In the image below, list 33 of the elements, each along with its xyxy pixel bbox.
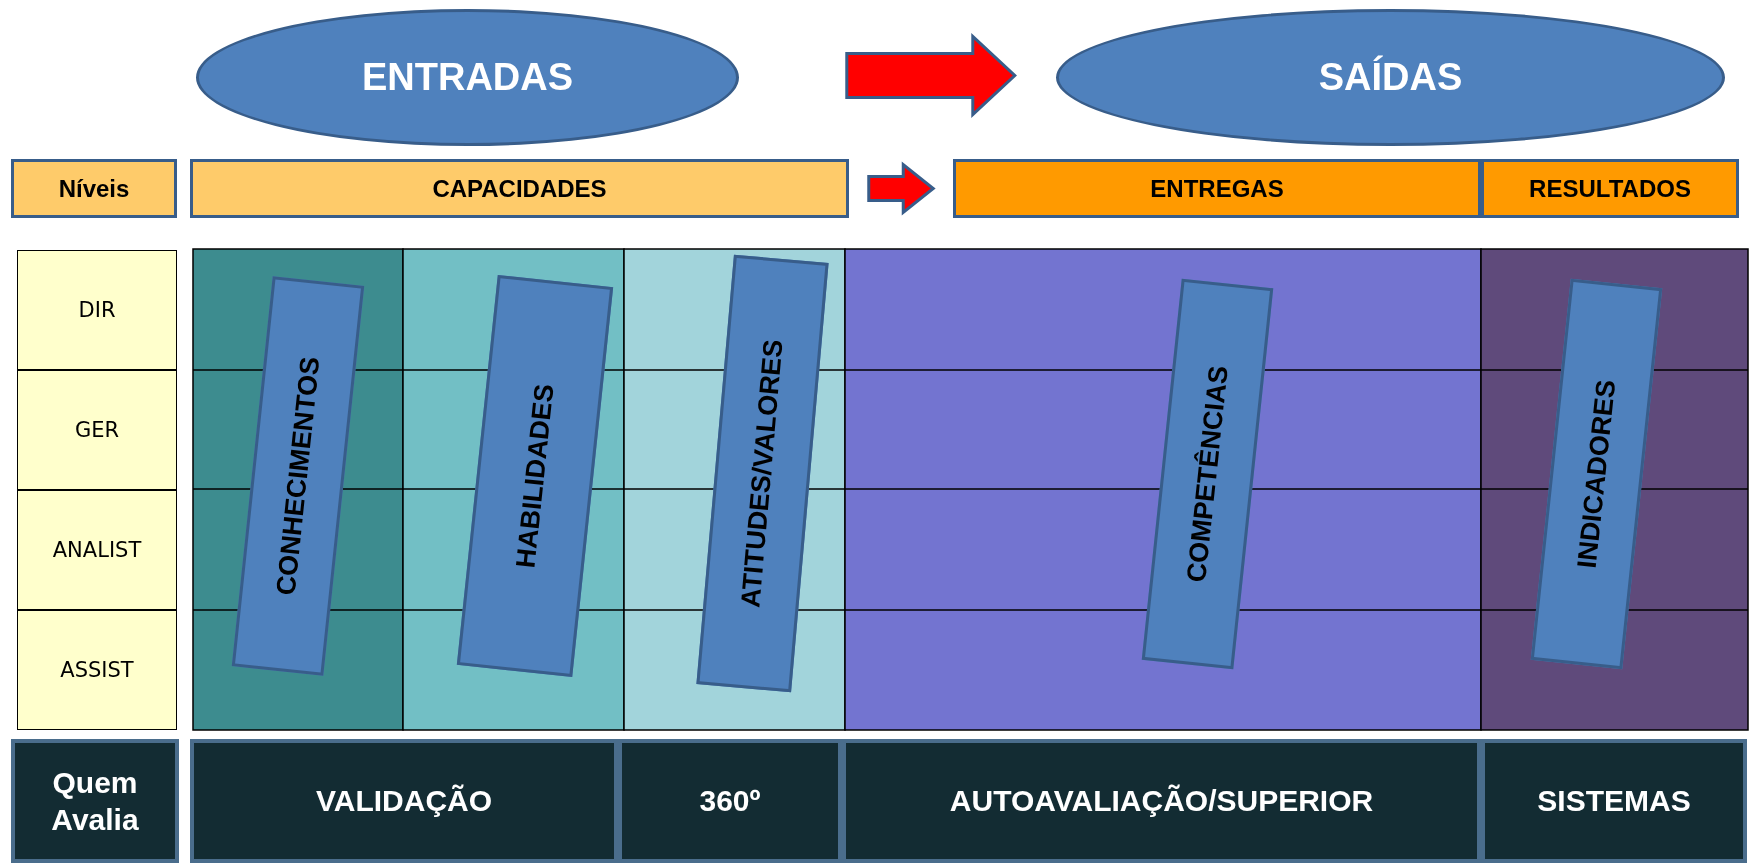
header-box — [190, 159, 849, 218]
box-label: Quem Avalia — [50, 764, 140, 838]
level-cell — [17, 610, 177, 730]
box-label: ATITUDES/VALORES — [734, 337, 790, 609]
box-label: VALIDAÇÃO — [314, 783, 494, 820]
block-arrow — [867, 161, 936, 216]
evaluator-box — [1481, 739, 1747, 863]
box-label: COMPETÊNCIAS — [1180, 364, 1234, 584]
box-label: SISTEMAS — [1536, 783, 1692, 820]
header-box — [11, 159, 177, 218]
box-label: ENTREGAS — [1150, 174, 1284, 203]
header-box — [1481, 159, 1739, 218]
box-label: Níveis — [58, 174, 130, 203]
level-cell — [17, 370, 177, 490]
box-label: DIR — [78, 298, 116, 322]
block-arrow — [845, 33, 1017, 118]
box-label: 360º — [698, 783, 762, 820]
evaluator-box — [11, 739, 179, 863]
header-box — [953, 159, 1481, 218]
box-label: ASSIST — [60, 658, 134, 682]
box-label: SAÍDAS — [1318, 56, 1463, 99]
evaluator-box — [190, 739, 618, 863]
box-label: HABILIDADES — [509, 382, 561, 570]
box-label: INDICADORES — [1570, 378, 1622, 570]
level-cell — [17, 490, 177, 610]
level-cell — [17, 250, 177, 370]
box-label: RESULTADOS — [1529, 174, 1691, 203]
box-label: GER — [74, 418, 120, 442]
box-label: CONHECIMENTOS — [270, 355, 326, 597]
box-label: ANALIST — [52, 538, 142, 562]
box-label: AUTOAVALIAÇÃO/SUPERIOR — [948, 783, 1375, 820]
box-label: CAPACIDADES — [432, 174, 607, 203]
box-label: ENTRADAS — [361, 56, 574, 99]
